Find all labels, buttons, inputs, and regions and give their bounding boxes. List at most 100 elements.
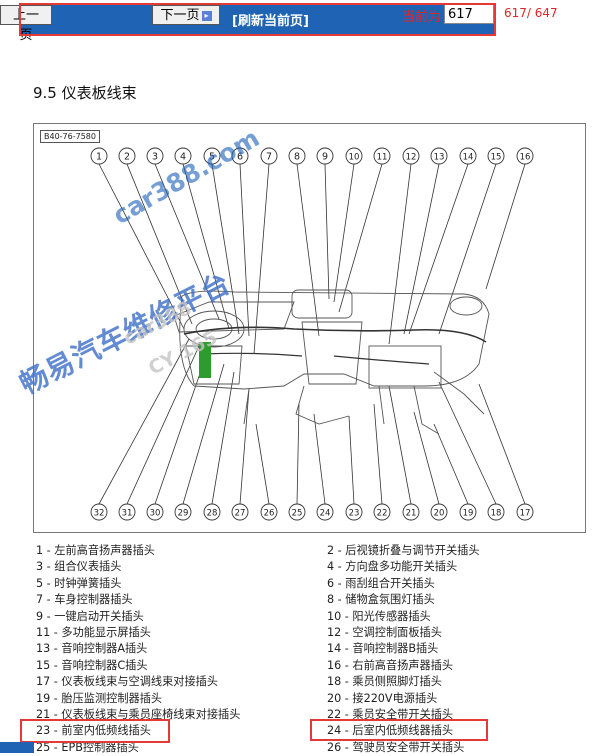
callout-6: 6: [231, 147, 249, 165]
legend-item-2: 2 - 后视镜折叠与调节开关插头: [327, 544, 480, 557]
legend-item-16: 16 - 右前高音扬声器插头: [327, 658, 454, 672]
legend-item-26: 26 - 驾驶员安全带开关插头: [327, 740, 465, 754]
legend-item-1: 1 - 左前高音扬声器插头: [36, 544, 155, 557]
chevron-right-icon: ▸: [201, 10, 212, 21]
callout-18: 18: [487, 503, 505, 521]
callout-23: 23: [345, 503, 363, 521]
callout-1: 1: [90, 147, 108, 165]
callout-27: 27: [231, 503, 249, 521]
svg-text:6: 6: [237, 152, 243, 163]
callout-19: 19: [459, 503, 477, 521]
svg-text:7: 7: [266, 152, 272, 163]
next-page-button[interactable]: 下一页▸: [152, 5, 220, 25]
svg-text:9: 9: [322, 152, 328, 163]
svg-text:12: 12: [406, 153, 417, 163]
legend-item-15: 15 - 音响控制器C插头: [36, 658, 148, 672]
svg-text:25: 25: [292, 509, 303, 519]
legend-item-24: 24 - 后室内低频线器插头: [327, 724, 454, 738]
callout-15: 15: [487, 147, 505, 165]
callout-16: 16: [516, 147, 534, 165]
svg-text:22: 22: [377, 509, 388, 519]
callout-3: 3: [146, 147, 164, 165]
svg-text:15: 15: [491, 153, 502, 163]
callout-26: 26: [260, 503, 278, 521]
legend-item-14: 14 - 音响控制器B插头: [327, 642, 439, 656]
callout-17: 17: [516, 503, 534, 521]
previous-page-button[interactable]: 上一页: [0, 5, 52, 43]
callout-7: 7: [260, 147, 278, 165]
callout-20: 20: [430, 503, 448, 521]
callout-25: 25: [288, 503, 306, 521]
svg-text:29: 29: [178, 509, 189, 519]
svg-text:23: 23: [349, 509, 360, 519]
legend-item-25: 25 - EPB控制器插头: [36, 740, 139, 754]
svg-text:16: 16: [520, 153, 531, 163]
legend-item-18: 18 - 乘员侧照脚灯插头: [327, 675, 442, 689]
svg-text:21: 21: [406, 509, 417, 519]
callout-8: 8: [288, 147, 306, 165]
svg-text:28: 28: [207, 509, 218, 519]
callout-5: 5: [203, 147, 221, 165]
top-navigation-bar: 上一页 下一页▸ [刷新当前页] 当前为 617/ 647: [0, 0, 601, 43]
section-title: 9.5 仪表板线束: [33, 84, 137, 102]
callout-31: 31: [118, 503, 136, 521]
legend-item-7: 7 - 车身控制器插头: [36, 593, 133, 607]
svg-text:20: 20: [434, 509, 445, 519]
svg-text:5: 5: [209, 152, 215, 163]
svg-text:19: 19: [463, 509, 474, 519]
legend-item-10: 10 - 阳光传感器插头: [327, 609, 431, 623]
svg-text:10: 10: [349, 153, 360, 163]
svg-text:11: 11: [377, 153, 388, 163]
diagram-code: B40-76-7580: [40, 130, 100, 143]
svg-text:3: 3: [152, 152, 158, 163]
svg-text:32: 32: [94, 509, 105, 519]
callout-10: 10: [345, 147, 363, 165]
legend-item-3: 3 - 组合仪表插头: [36, 560, 122, 574]
svg-text:17: 17: [520, 509, 531, 519]
legend-item-5: 5 - 时钟弹簧插头: [36, 576, 122, 590]
svg-text:31: 31: [122, 509, 133, 519]
svg-text:30: 30: [150, 509, 161, 519]
callout-14: 14: [459, 147, 477, 165]
highlighted-connector: [199, 342, 211, 378]
svg-text:26: 26: [264, 509, 275, 519]
svg-text:18: 18: [491, 509, 502, 519]
left-blue-strip: [0, 742, 34, 753]
page-count: 617/ 647: [504, 6, 558, 20]
callout-13: 13: [430, 147, 448, 165]
legend-item-12: 12 - 空调控制面板插头: [327, 626, 442, 639]
page-number-input[interactable]: [444, 4, 494, 24]
legend-item-4: 4 - 方向盘多功能开关插头: [327, 560, 458, 574]
legend-item-19: 19 - 胎压监测控制器插头: [36, 691, 163, 705]
callout-4: 4: [174, 147, 192, 165]
refresh-current-page-link[interactable]: [刷新当前页]: [232, 14, 309, 29]
callout-22: 22: [373, 503, 391, 521]
legend-item-8: 8 - 储物盒氛围灯插头: [327, 593, 435, 607]
current-page-label: 当前为: [402, 10, 442, 25]
svg-text:14: 14: [463, 153, 474, 163]
legend-item-13: 13 - 音响控制器A插头: [36, 642, 148, 656]
legend-item-9: 9 - 一键启动开关插头: [36, 609, 144, 623]
callout-28: 28: [203, 503, 221, 521]
callout-29: 29: [174, 503, 192, 521]
svg-text:4: 4: [180, 152, 186, 163]
callout-12: 12: [402, 147, 420, 165]
legend-item-6: 6 - 雨刮组合开关插头: [327, 576, 435, 590]
callout-2: 2: [118, 147, 136, 165]
legend-item-17: 17 - 仪表板线束与空调线束对接插头: [36, 675, 219, 689]
callout-21: 21: [402, 503, 420, 521]
legend-item-22: 22 - 乘员安全带开关插头: [327, 708, 454, 721]
legend-item-11: 11 - 多功能显示屏插头: [36, 626, 151, 639]
dashboard-outline: [173, 289, 490, 435]
svg-text:13: 13: [434, 153, 445, 163]
svg-text:27: 27: [235, 509, 246, 519]
callout-24: 24: [316, 503, 334, 521]
callout-30: 30: [146, 503, 164, 521]
next-page-label: 下一页: [160, 8, 200, 23]
svg-text:2: 2: [124, 152, 130, 163]
nav-band: [20, 4, 495, 34]
callout-32: 32: [90, 503, 108, 521]
callout-9: 9: [316, 147, 334, 165]
